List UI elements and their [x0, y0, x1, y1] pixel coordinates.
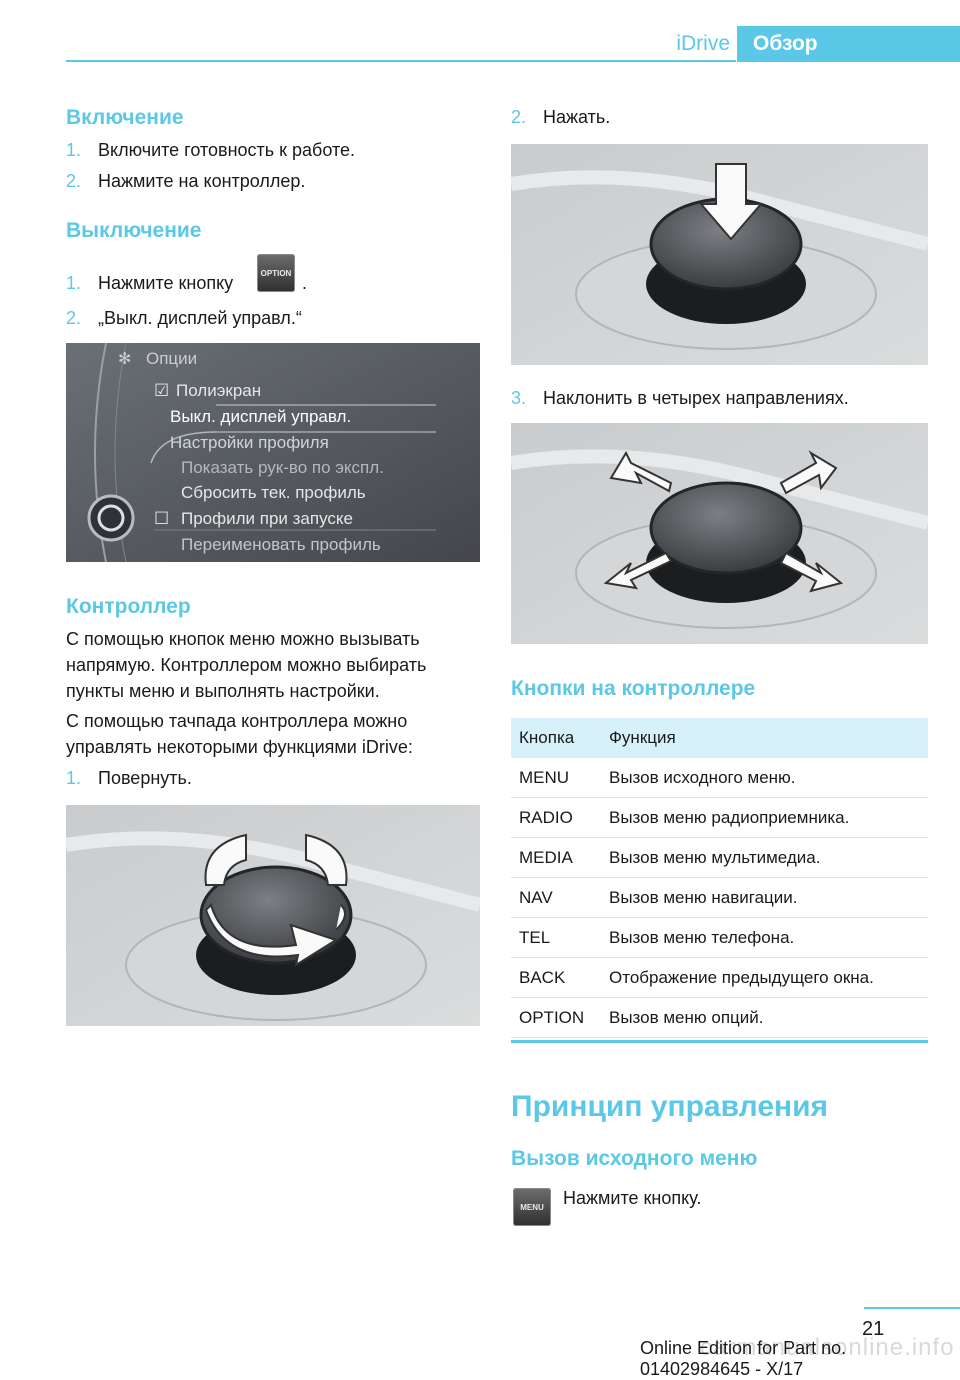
step-number: 1.: [66, 768, 82, 788]
section-title-on: Включение: [66, 106, 184, 129]
step-text: Нажать.: [543, 107, 611, 127]
table-cell: Вызов меню телефона.: [601, 917, 928, 958]
controller-paragraph-2: С помощью тачпада контроллера можно упра…: [66, 711, 413, 757]
menu-item[interactable]: Показать рук-во по экспл.: [181, 458, 384, 477]
list-item: 1. Нажмите кнопку: [66, 271, 233, 295]
list-item: 2. „Выкл. дисплей управл.“: [66, 306, 302, 330]
section-title-off: Выключение: [66, 219, 202, 242]
footer-rule: [864, 1307, 960, 1309]
step-text: Включите готовность к работе.: [98, 140, 356, 160]
step-suffix: .: [302, 273, 308, 293]
step-text: Наклонить в четырех направлениях.: [543, 388, 849, 408]
step-number: 3.: [511, 388, 527, 408]
table-cell: Вызов меню навигации.: [601, 877, 928, 918]
controller-turn-illustration: [66, 805, 480, 1026]
menu-item[interactable]: Настройки профиля: [170, 433, 329, 452]
edition-note: Online Edition for Part no. 01402984645 …: [640, 1338, 847, 1379]
table-cell: Отображение предыдущего окна.: [601, 957, 928, 998]
step-text: Повернуть.: [98, 768, 192, 788]
menu-button-image: MENU: [513, 1188, 551, 1226]
header-rule: [66, 60, 736, 62]
controller-press-illustration: [511, 144, 928, 365]
step-number: 1.: [66, 273, 82, 293]
table-cell: TEL: [511, 917, 601, 958]
table-cell: OPTION: [511, 997, 601, 1038]
section-title-buttons: Кнопки на контроллере: [511, 677, 756, 700]
header-section: iDrive: [676, 32, 730, 55]
step-text: Нажмите кнопку: [98, 273, 234, 293]
header-tab: Обзор: [737, 26, 960, 62]
table-cell: Вызов исходного меню.: [601, 758, 928, 798]
table-cell: Вызов меню радиоприемника.: [601, 797, 928, 838]
checkbox-icon: ☐: [154, 509, 170, 528]
step-number: 2.: [511, 107, 527, 127]
main-menu-text: Нажмите кнопку.: [563, 1188, 702, 1208]
controller-tilt-illustration: [511, 423, 928, 644]
table-bottom-rule: [511, 1040, 928, 1043]
table-cell: Вызов меню опций.: [601, 997, 928, 1038]
menu-screen-graphics: [66, 343, 480, 562]
controller-press-graphic: [511, 144, 928, 365]
controller-paragraph-1: С помощью кнопок меню можно вызывать нап…: [66, 629, 427, 701]
options-menu-screenshot: ✻ Опции ☑ Полиэкран Выкл. дисплей управл…: [66, 343, 480, 562]
table-header-row: Кнопка Функция: [511, 718, 928, 758]
step-number: 1.: [66, 140, 82, 160]
table-cell: MEDIA: [511, 837, 601, 878]
menu-item[interactable]: Профили при запуске: [181, 509, 353, 528]
menu-item-selected[interactable]: Выкл. дисплей управл.: [170, 407, 352, 426]
table-cell: RADIO: [511, 797, 601, 838]
step-text: „Выкл. дисплей управл.“: [98, 308, 302, 328]
table-cell: Вызов меню мультимедиа.: [601, 837, 928, 878]
list-item: 3. Наклонить в четырех направлениях.: [511, 386, 849, 410]
check-icon: ☑: [154, 381, 170, 400]
menu-item[interactable]: Переименовать профиль: [181, 535, 381, 554]
section-title-principle: Принцип управления: [511, 1090, 829, 1123]
list-item: 2. Нажмите на контроллер.: [66, 169, 305, 193]
list-item: 1. Включите готовность к работе.: [66, 138, 355, 162]
table-cell: MENU: [511, 758, 601, 798]
step-number: 2.: [66, 171, 82, 191]
section-title-controller: Контроллер: [66, 595, 191, 618]
table-cell: BACK: [511, 957, 601, 998]
controller-tilt-graphic: [511, 423, 928, 644]
page-number: 21: [862, 1318, 885, 1340]
step-text: Нажмите на контроллер.: [98, 171, 306, 191]
menu-title: Опции: [146, 349, 198, 368]
option-button-image: OPTION: [257, 254, 295, 292]
table-header-cell: Кнопка: [511, 718, 601, 758]
section-title-main-menu: Вызов исходного меню: [511, 1147, 758, 1170]
menu-item[interactable]: Сбросить тек. профиль: [181, 483, 366, 502]
list-item: 1. Повернуть.: [66, 766, 192, 790]
settings-icon: ✻: [118, 351, 132, 368]
table-cell: NAV: [511, 877, 601, 918]
step-number: 2.: [66, 308, 82, 328]
table-header-cell: Функция: [601, 718, 928, 758]
menu-item[interactable]: Полиэкран: [176, 381, 262, 400]
watermark: carmanualsonline.info: [700, 1334, 955, 1361]
controller-turn-graphic: [66, 805, 480, 1026]
list-item: 2. Нажать.: [511, 105, 610, 129]
